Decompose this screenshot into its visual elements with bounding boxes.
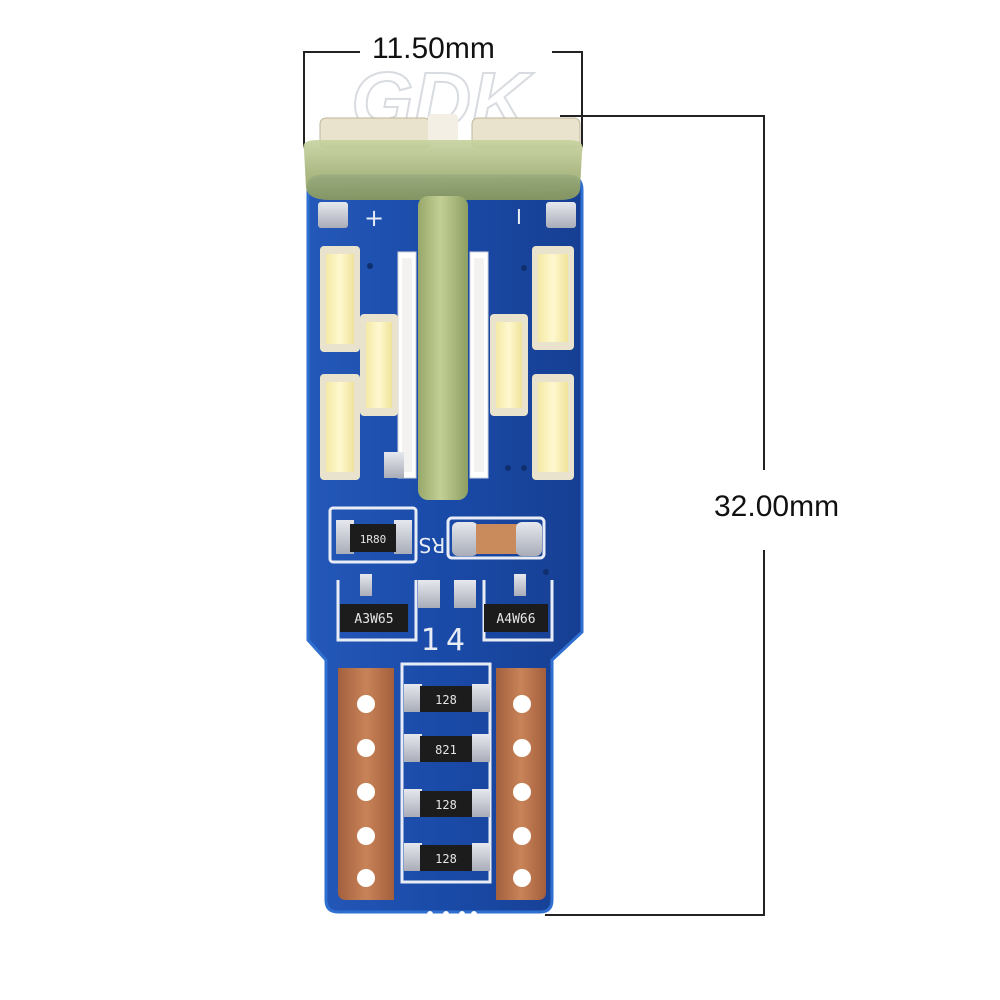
transistor-left-label: A3W65 <box>354 612 393 627</box>
resistor-top-chip <box>350 524 396 552</box>
resistor-pad-left <box>336 520 354 554</box>
resistor-pad <box>404 843 422 871</box>
led-left-bottom <box>320 374 360 480</box>
resistor-pad-right <box>394 520 412 554</box>
resistor-chip <box>420 686 472 712</box>
transistor-right-label: A4W66 <box>496 612 535 627</box>
resistor-pad <box>472 684 490 712</box>
height-dimension-label: 32.00mm <box>708 486 846 528</box>
height-dimension-line <box>545 115 765 916</box>
silkscreen-rs: RS <box>419 533 446 557</box>
resistor-pad <box>404 789 422 817</box>
led-right-bottom <box>532 374 574 480</box>
resistor-footprint <box>328 506 418 564</box>
silkscreen-number: 14 <box>421 623 471 658</box>
resistor-pad <box>472 789 490 817</box>
transistor-left <box>336 574 440 642</box>
bottom-notches <box>427 911 477 917</box>
capacitor <box>446 516 546 560</box>
resistor-top-label: 1R80 <box>360 533 387 546</box>
stem-resistor-label: 821 <box>435 743 457 757</box>
resistor-chip <box>420 791 472 817</box>
led-left-middle <box>360 314 398 416</box>
top-pads <box>318 202 576 228</box>
pcb-vias <box>367 263 549 575</box>
small-pad-left <box>384 452 404 478</box>
led-right-top <box>532 246 574 350</box>
resistor-pad <box>404 684 422 712</box>
resistor-chip <box>420 736 472 762</box>
stem-resistor-label: 128 <box>435 798 457 812</box>
stem-resistor-label: 128 <box>435 693 457 707</box>
transistor-right <box>454 574 554 642</box>
polarity-plus-label: + <box>364 204 384 232</box>
led-top-cap <box>303 114 583 200</box>
resistor-chip <box>420 845 472 871</box>
resistor-pad <box>472 734 490 762</box>
copper-contact-left <box>338 668 394 900</box>
stem-resistor-area <box>400 662 492 884</box>
led-stem <box>418 196 468 500</box>
resistor-pad <box>472 843 490 871</box>
copper-contact-right <box>496 668 546 900</box>
led-left-top <box>320 246 360 352</box>
width-dimension-label: 11.50mm <box>360 34 507 64</box>
stem-resistor-label: 128 <box>435 852 457 866</box>
resistor-pad <box>404 734 422 762</box>
led-right-middle <box>490 314 528 416</box>
polarity-minus-label: I <box>516 205 522 229</box>
